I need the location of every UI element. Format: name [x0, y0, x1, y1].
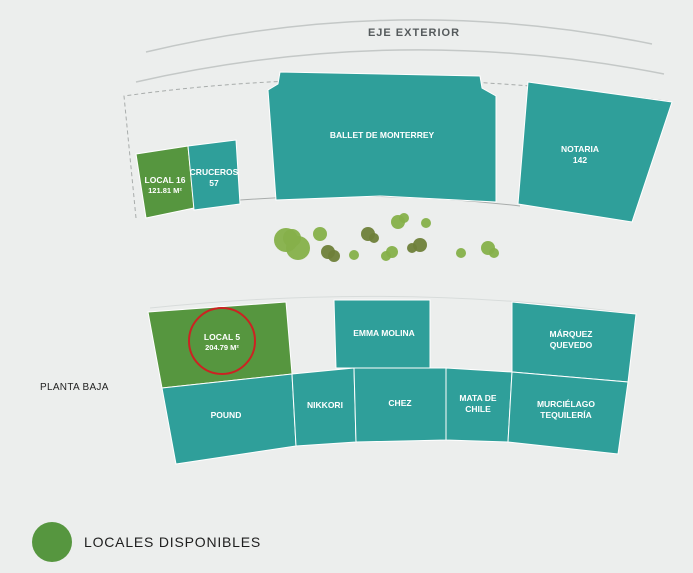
unit-local-16-name: LOCAL 16 — [145, 175, 186, 185]
road-outer-curve — [145, 19, 653, 53]
legend-available-swatch — [32, 522, 72, 562]
unit-marquez-line1: MÁRQUEZ — [550, 329, 593, 339]
unit-chez[interactable]: CHEZ — [353, 367, 447, 443]
road-label: EJE EXTERIOR — [368, 27, 460, 39]
unit-emma-name: EMMA MOLINA — [353, 328, 415, 338]
legend-available-label: LOCALES DISPONIBLES — [84, 534, 262, 550]
unit-mata-de-chile[interactable]: MATA DE CHILE — [445, 367, 513, 443]
unit-local-5-area: 204.79 M² — [205, 343, 239, 352]
road-inner-curve — [135, 49, 665, 83]
unit-nikkori-name: NIKKORI — [307, 400, 343, 410]
floor-label: PLANTA BAJA — [40, 382, 109, 393]
unit-murcielago-line2: TEQUILERÍA — [540, 410, 591, 420]
unit-chez-name: CHEZ — [388, 398, 411, 408]
unit-cruceros[interactable]: CRUCEROS 57 — [187, 139, 241, 211]
trees-group — [274, 213, 499, 262]
unit-notaria-name: NOTARIA — [561, 144, 599, 154]
unit-local-5-name: LOCAL 5 — [204, 332, 240, 342]
unit-murcielago-tequileria[interactable]: MURCIÉLAGO TEQUILERÍA — [507, 371, 629, 455]
unit-local-16-area: 121.81 M² — [148, 186, 182, 195]
lower-walkway-edge — [149, 295, 635, 315]
unit-pound-name: POUND — [211, 410, 242, 420]
unit-ballet-name: BALLET DE MONTERREY — [330, 130, 435, 140]
unit-mata-line1: MATA DE — [459, 393, 496, 403]
unit-local-16[interactable]: LOCAL 16 121.81 M² — [135, 145, 195, 219]
legend: LOCALES DISPONIBLES — [32, 522, 261, 562]
unit-cruceros-name: CRUCEROS — [190, 167, 239, 177]
unit-marquez-quevedo[interactable]: MÁRQUEZ QUEVEDO — [511, 301, 637, 383]
local-5-highlight-ring — [188, 307, 256, 375]
unit-pound[interactable]: POUND — [161, 373, 297, 465]
unit-marquez-line2: QUEVEDO — [550, 340, 593, 350]
unit-cruceros-number: 57 — [209, 178, 219, 188]
unit-notaria[interactable]: NOTARIA 142 — [517, 81, 673, 223]
unit-notaria-number: 142 — [573, 155, 587, 165]
unit-emma-molina[interactable]: EMMA MOLINA — [333, 299, 431, 369]
unit-murcielago-line1: MURCIÉLAGO — [537, 399, 595, 409]
upper-block-outline — [123, 78, 673, 219]
unit-nikkori[interactable]: NIKKORI — [291, 367, 357, 447]
unit-ballet-de-monterrey[interactable]: BALLET DE MONTERREY — [267, 71, 497, 203]
unit-mata-line2: CHILE — [465, 404, 491, 414]
unit-local-5[interactable]: LOCAL 5 204.79 M² — [147, 301, 293, 389]
